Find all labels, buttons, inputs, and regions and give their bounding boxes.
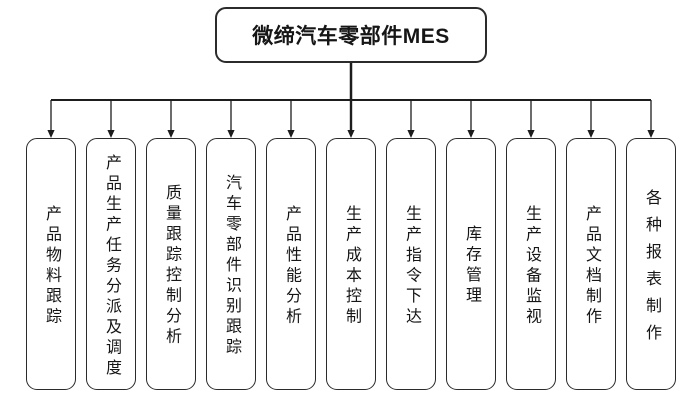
module-node: 生产成本控制 xyxy=(326,138,376,390)
module-row: 产品物料跟踪 产品生产任务分派及调度 质量跟踪控制分析 汽车零部件识别跟踪 产品性能分析… xyxy=(26,138,676,390)
module-node: 质量跟踪控制分析 xyxy=(146,138,196,390)
module-label: 产品性能分析 xyxy=(283,204,300,328)
module-node: 生产指令下达 xyxy=(386,138,436,390)
module-label: 生产指令下达 xyxy=(403,204,420,328)
module-label: 生产成本控制 xyxy=(343,204,360,328)
module-node: 生产设备监视 xyxy=(506,138,556,390)
module-node: 产品文档制作 xyxy=(566,138,616,390)
module-label: 各种报表制作 xyxy=(643,188,660,351)
module-label: 库存管理 xyxy=(463,225,480,308)
module-label: 产品生产任务分派及调度 xyxy=(103,153,120,380)
module-node: 库存管理 xyxy=(446,138,496,390)
module-label: 汽车零部件识别跟踪 xyxy=(223,174,240,359)
module-label: 产品物料跟踪 xyxy=(43,204,60,328)
module-node: 产品性能分析 xyxy=(266,138,316,390)
module-node: 各种报表制作 xyxy=(626,138,676,390)
module-label: 产品文档制作 xyxy=(583,204,600,328)
module-node: 产品物料跟踪 xyxy=(26,138,76,390)
module-label: 生产设备监视 xyxy=(523,204,540,328)
module-label: 质量跟踪控制分析 xyxy=(163,184,180,349)
root-node-label: 微缔汽车零部件MES xyxy=(252,25,450,48)
module-node: 产品生产任务分派及调度 xyxy=(86,138,136,390)
root-node: 微缔汽车零部件MES xyxy=(215,7,487,63)
module-node: 汽车零部件识别跟踪 xyxy=(206,138,256,390)
